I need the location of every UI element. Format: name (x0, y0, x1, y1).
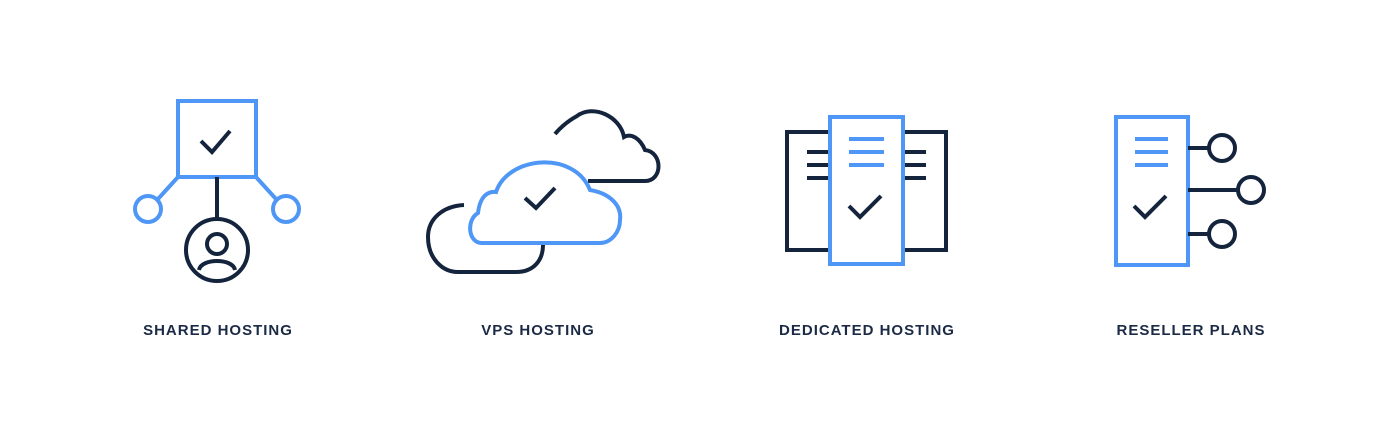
hosting-option-vps: VPS HOSTING (388, 0, 688, 437)
dedicated-hosting-icon (785, 115, 948, 266)
shared-hosting-label: SHARED HOSTING (143, 322, 293, 339)
hosting-option-dedicated: DEDICATED HOSTING (717, 0, 1017, 437)
shared-hosting-icon (133, 99, 301, 283)
reseller-plans-label: RESELLER PLANS (1116, 322, 1266, 339)
hosting-option-shared: SHARED HOSTING (68, 0, 368, 437)
hosting-option-reseller: RESELLER PLANS (1041, 0, 1341, 437)
dedicated-hosting-label: DEDICATED HOSTING (779, 322, 955, 339)
vps-hosting-label: VPS HOSTING (481, 322, 595, 339)
vps-hosting-icon (425, 109, 661, 274)
reseller-plans-icon (1114, 115, 1266, 267)
